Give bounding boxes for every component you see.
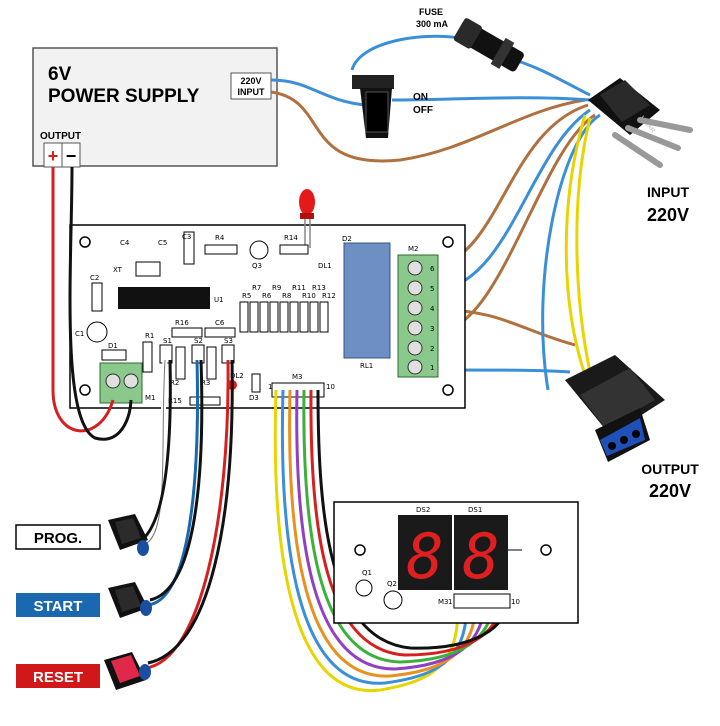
label-r13: R13	[312, 284, 326, 292]
label-ds2: DS2	[416, 506, 430, 514]
m2-pin-5: 5	[430, 285, 434, 293]
m3-pin-last: 10	[326, 383, 335, 391]
label-c3: C3	[182, 233, 191, 241]
label-r16: R16	[175, 319, 189, 327]
label-r11: R11	[292, 284, 306, 292]
label-u1: U1	[214, 296, 224, 304]
display-label-m3: M3	[438, 598, 449, 606]
fuse-label-line1: FUSE	[419, 7, 443, 17]
label-rl1: RL1	[360, 362, 373, 370]
label-r10: R10	[302, 292, 316, 300]
label-d2: D2	[342, 235, 352, 243]
reset-pushbutton[interactable]	[104, 652, 151, 690]
m3-pin-first: 1	[268, 383, 272, 391]
label-d3: D3	[249, 394, 259, 402]
digit-ds2: 8	[406, 520, 443, 593]
label-c5: C5	[158, 239, 167, 247]
label-c4: C4	[120, 239, 130, 247]
input-plug: VIMAR INPUT 220V	[588, 78, 693, 225]
power-supply-output-label: OUTPUT	[40, 131, 81, 142]
output-label-line2: 220V	[649, 481, 691, 501]
label-r4: R4	[215, 234, 225, 242]
m2-pin-1: 1	[430, 364, 434, 372]
display-pin-first: 1	[448, 598, 452, 606]
label-m2: M2	[408, 245, 419, 253]
prog-label: PROG.	[34, 530, 82, 547]
m2-pin-4: 4	[430, 305, 435, 313]
label-d1: D1	[108, 342, 118, 350]
reset-label: RESET	[33, 669, 83, 686]
display-pin-last: 10	[511, 598, 520, 606]
start-button-group[interactable]: START	[16, 582, 152, 618]
label-q1: Q1	[362, 569, 372, 577]
prog-button-group[interactable]: PROG.	[15, 514, 149, 556]
low-voltage-wires	[51, 166, 510, 693]
label-s1: S1	[163, 337, 172, 345]
label-c6: C6	[215, 319, 225, 327]
m2-pin-3: 3	[430, 325, 434, 333]
label-c1: C1	[75, 330, 84, 338]
label-r9: R9	[272, 284, 281, 292]
fuse-label-line2: 300 mA	[416, 19, 449, 29]
label-q3: Q3	[252, 262, 262, 270]
label-s2: S2	[194, 337, 203, 345]
input-label-line2: 220V	[647, 205, 689, 225]
fuse-holder: FUSE 300 mA	[416, 7, 524, 72]
label-dl1: DL1	[318, 262, 332, 270]
digit-ds1: 8	[462, 520, 499, 593]
switch-off-label: OFF	[413, 105, 433, 116]
label-r2: R2	[170, 379, 179, 387]
label-r3: R3	[201, 379, 210, 387]
main-board: C4 C5 C3 R4 R14 D2 XT Q3 DL1 M2 C2 U1 R5…	[69, 189, 466, 409]
reset-button-group[interactable]: RESET	[16, 652, 151, 690]
power-supply-input-line1: 220V	[240, 76, 261, 86]
label-dl2: DL2	[230, 372, 244, 380]
plus-terminal: +	[48, 146, 59, 166]
label-r7: R7	[252, 284, 261, 292]
label-r1: R1	[145, 332, 154, 340]
power-supply-title-line1: 6V	[48, 64, 72, 85]
output-socket: OUTPUT 220V	[565, 355, 699, 501]
label-r12: R12	[322, 292, 336, 300]
power-supply-title-line2: POWER SUPPLY	[48, 86, 200, 107]
label-m3: M3	[292, 373, 303, 381]
label-r15: R15	[168, 397, 182, 405]
output-label-line1: OUTPUT	[641, 461, 699, 477]
m2-pin-2: 2	[430, 345, 434, 353]
label-r6: R6	[262, 292, 272, 300]
power-supply: 6V POWER SUPPLY 220V INPUT OUTPUT + −	[32, 47, 278, 168]
power-supply-input-line2: INPUT	[238, 87, 266, 97]
label-xt: XT	[113, 266, 123, 274]
label-s3: S3	[224, 337, 233, 345]
label-ds1: DS1	[468, 506, 482, 514]
label-m1: M1	[145, 394, 156, 402]
m2-pin-6: 6	[430, 265, 435, 273]
start-pushbutton[interactable]	[108, 582, 152, 618]
label-r14: R14	[284, 234, 298, 242]
minus-terminal: −	[66, 146, 77, 166]
display-board: DS2 DS1 8 8 Q1 Q2 M3 1 10	[333, 501, 579, 624]
on-off-switch[interactable]: ON OFF	[352, 75, 433, 138]
input-label-line1: INPUT	[647, 184, 689, 200]
switch-on-label: ON	[413, 92, 428, 103]
label-r5: R5	[242, 292, 251, 300]
label-c2: C2	[90, 274, 99, 282]
start-label: START	[34, 598, 83, 615]
label-q2: Q2	[387, 580, 397, 588]
label-r8: R8	[282, 292, 291, 300]
prog-pushbutton[interactable]	[108, 514, 149, 556]
